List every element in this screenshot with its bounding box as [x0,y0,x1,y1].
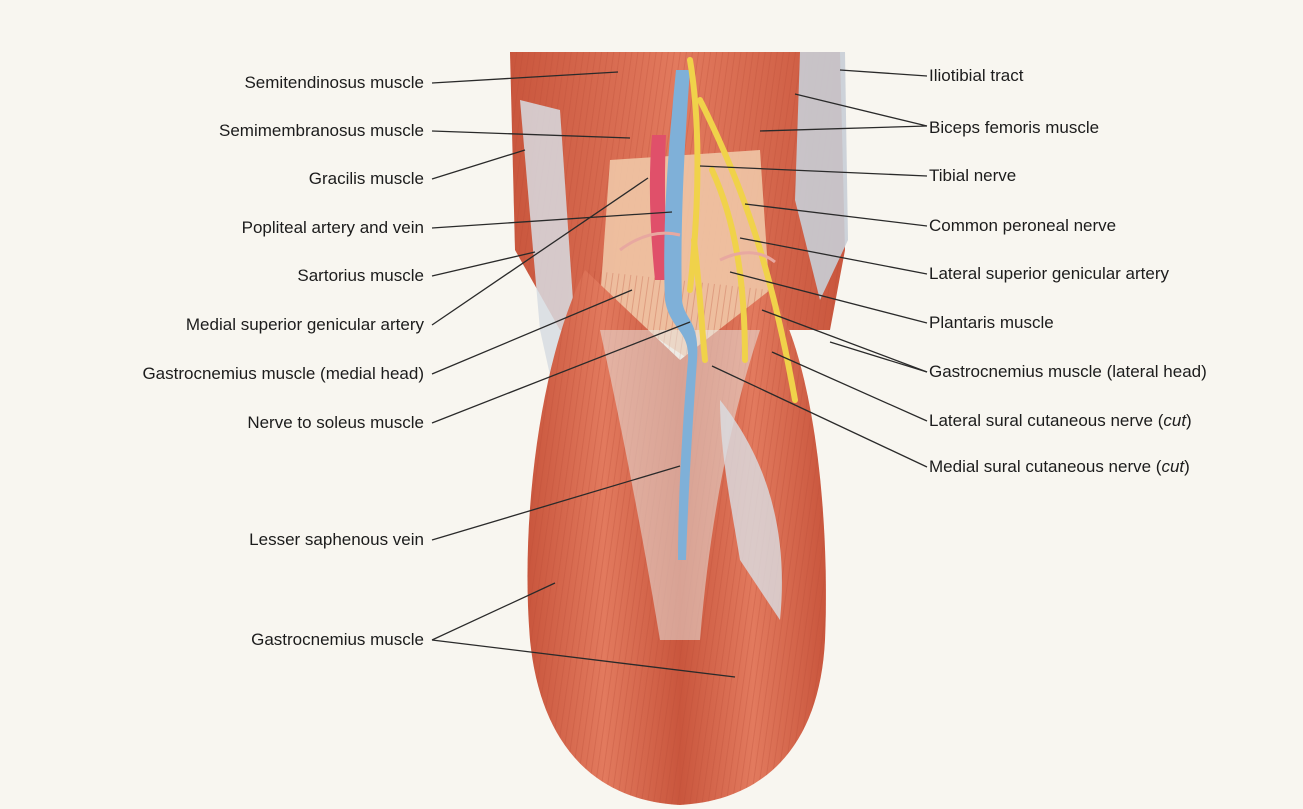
label-gastrocnemius: Gastrocnemius muscle [251,630,424,650]
label-tibial-nerve: Tibial nerve [929,166,1016,186]
label-semitendinosus: Semitendinosus muscle [244,73,424,93]
label-gastrocnemius-lateral-head: Gastrocnemius muscle (lateral head) [929,362,1207,382]
label-medial-superior-genicular-artery: Medial superior genicular artery [186,315,424,335]
label-gastrocnemius-medial-head: Gastrocnemius muscle (medial head) [142,364,424,384]
label-iliotibial-tract: Iliotibial tract [929,66,1023,86]
leader-line [840,70,927,76]
label-gracilis: Gracilis muscle [309,169,424,189]
label-plantaris: Plantaris muscle [929,313,1054,333]
label-lateral-superior-genicular-artery: Lateral superior genicular artery [929,264,1169,284]
label-semimembranosus: Semimembranosus muscle [219,121,424,141]
label-biceps-femoris: Biceps femoris muscle [929,118,1099,138]
label-popliteal-artery-vein: Popliteal artery and vein [242,218,424,238]
leader-line [432,252,535,276]
leader-line [830,342,927,372]
label-sartorius: Sartorius muscle [297,266,424,286]
label-lesser-saphenous-vein: Lesser saphenous vein [249,530,424,550]
label-medial-sural-cutaneous-nerve: Medial sural cutaneous nerve (cut) [929,457,1190,477]
leader-line [432,150,525,179]
label-common-peroneal-nerve: Common peroneal nerve [929,216,1116,236]
label-lateral-sural-cutaneous-nerve: Lateral sural cutaneous nerve (cut) [929,411,1192,431]
label-nerve-to-soleus: Nerve to soleus muscle [247,413,424,433]
